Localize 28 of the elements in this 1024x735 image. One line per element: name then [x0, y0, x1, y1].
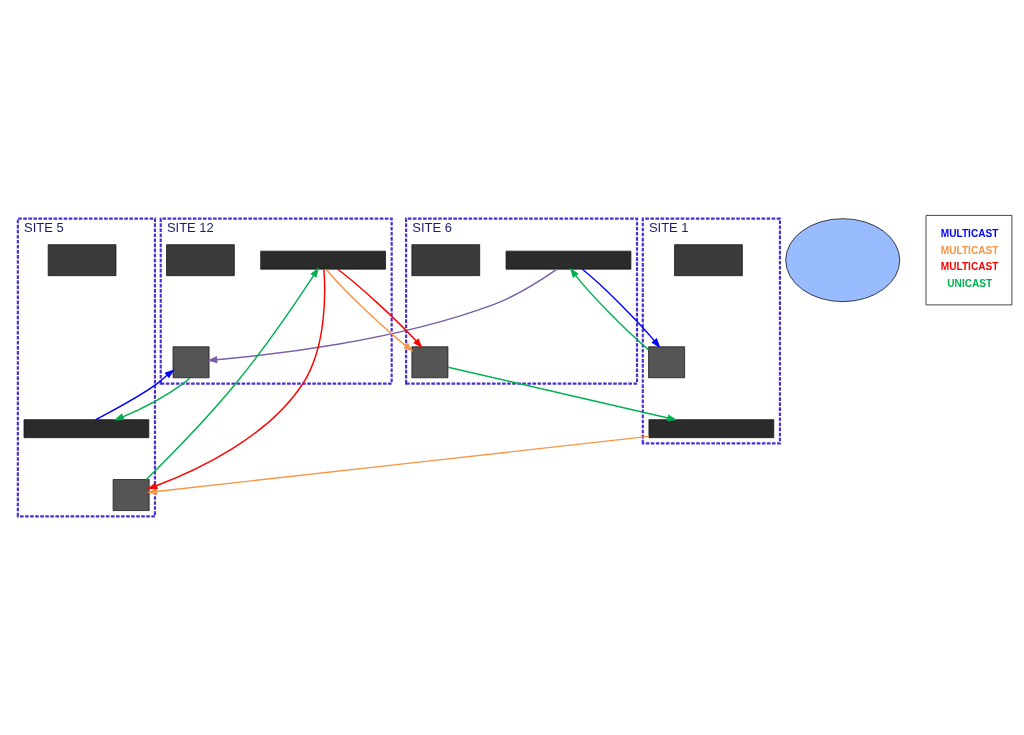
- node-box: [648, 346, 685, 379]
- arrow: [447, 366, 678, 422]
- node-box: [648, 419, 775, 439]
- node-box: [505, 250, 632, 270]
- node-cloud: [785, 218, 901, 302]
- arrow: [325, 268, 414, 352]
- node-box: [260, 250, 386, 270]
- cluster: SITE 12: [159, 217, 393, 385]
- arrow: [113, 377, 191, 421]
- arrow: [207, 268, 558, 364]
- arrow: [337, 268, 423, 349]
- node-box: [411, 244, 481, 277]
- node-box: [23, 419, 150, 439]
- node-box: [166, 244, 235, 277]
- legend-label: MULTICAST: [940, 261, 999, 273]
- arrow: [147, 435, 650, 495]
- legend-label: MULTICAST: [940, 244, 999, 256]
- node-box: [172, 346, 210, 379]
- arrow: [569, 267, 650, 351]
- arrow: [581, 268, 661, 349]
- cluster: SITE 1: [641, 217, 781, 445]
- legend-label: MULTICAST: [940, 228, 999, 240]
- legend-label: UNICAST: [947, 278, 993, 289]
- node-box: [112, 479, 150, 511]
- arrow: [95, 369, 175, 421]
- node-box: [674, 244, 743, 277]
- node-box: [47, 244, 117, 277]
- node-box: [411, 346, 449, 379]
